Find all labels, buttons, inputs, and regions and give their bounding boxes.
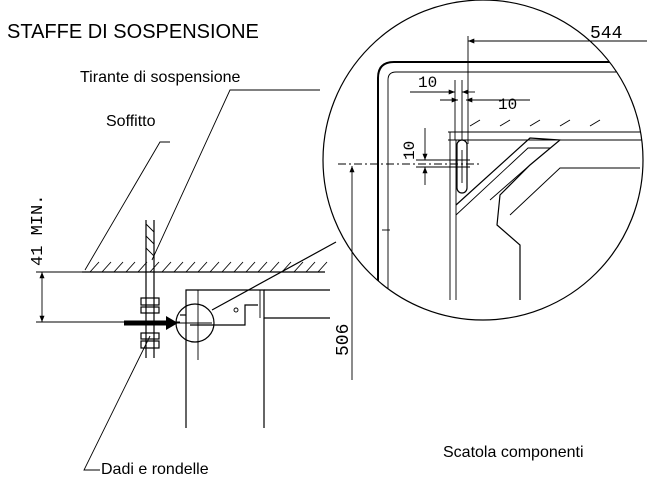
- bracket-arrow: [124, 316, 178, 330]
- hatch-stroke: [317, 261, 328, 273]
- hatch-stroke: [269, 261, 280, 273]
- hatch-stroke: [245, 261, 256, 273]
- hatch-stroke: [125, 261, 136, 273]
- ceiling-label: Soffitto: [106, 113, 156, 130]
- dimension-10-b: 10: [498, 96, 517, 114]
- dimension-544: 544: [590, 24, 622, 44]
- hatch-stroke: [233, 261, 244, 273]
- leader-lines: [83, 89, 320, 471]
- min-height-text: 41 MIN.: [29, 195, 48, 266]
- dimension-506-group: 506: [334, 166, 355, 380]
- dimension-506: 506: [334, 324, 354, 356]
- zoom-detail: 544 10 10 10: [322, 0, 647, 321]
- hatch-stroke: [221, 261, 232, 273]
- component-box-label: Scatola componenti: [443, 444, 584, 461]
- ceiling-hatch: [82, 261, 328, 273]
- hatch-stroke: [257, 261, 268, 273]
- hatch-stroke: [197, 261, 208, 273]
- unit-body: [174, 241, 337, 428]
- hatch-stroke: [173, 261, 184, 273]
- hatch-stroke: [113, 261, 124, 273]
- hatch-stroke: [209, 261, 220, 273]
- hatch-stroke: [101, 261, 112, 273]
- hatch-stroke: [89, 261, 100, 273]
- hatch-stroke: [293, 261, 304, 273]
- min-height-dimension: 41 MIN.: [29, 195, 180, 323]
- hatch-stroke: [161, 261, 172, 273]
- diagram-title: STAFFE DI SOSPENSIONE: [7, 21, 259, 43]
- dimension-10-c: 10: [401, 141, 419, 160]
- nuts-washers-label: Dadi e rondelle: [101, 461, 209, 478]
- tie-rod: [140, 220, 160, 358]
- hatch-stroke: [185, 261, 196, 273]
- hatch-stroke: [305, 261, 316, 273]
- tie-rod-label: Tirante di sospensione: [80, 69, 240, 86]
- dimension-10-a: 10: [418, 74, 437, 92]
